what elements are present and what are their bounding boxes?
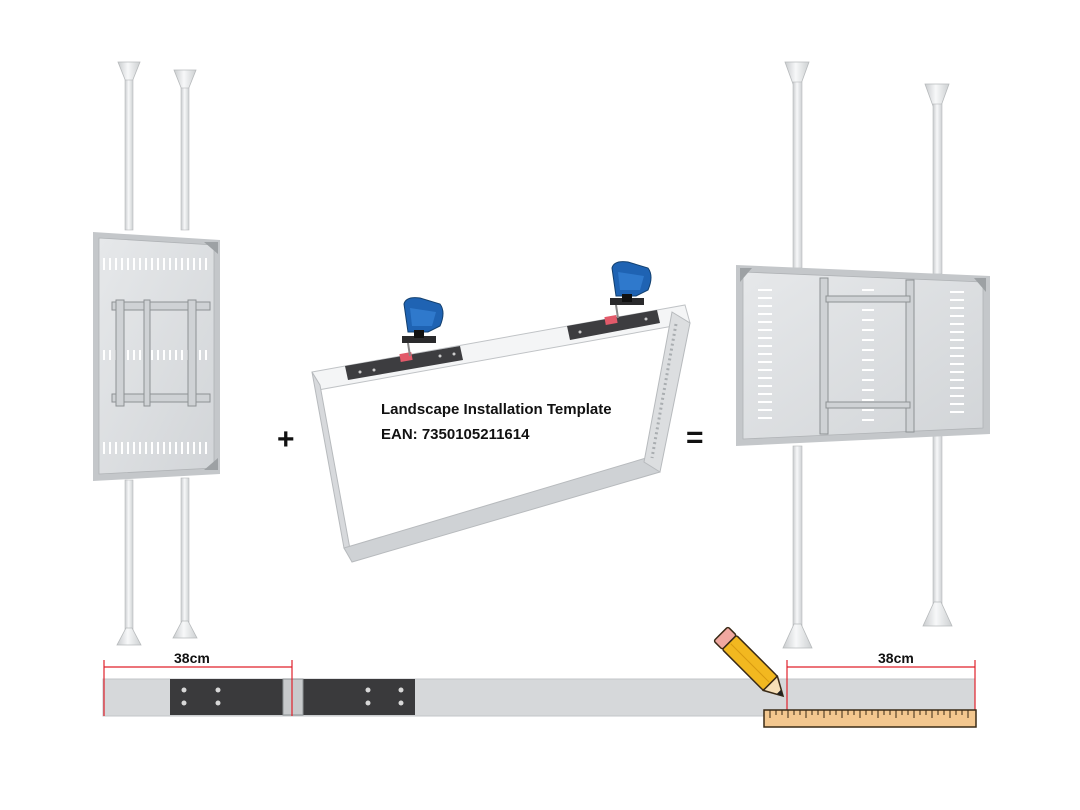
measurement-label-right: 38cm xyxy=(878,650,914,666)
pole-left-b xyxy=(172,69,198,639)
jigsaw-icon xyxy=(402,297,444,357)
pole-right-b xyxy=(922,83,953,627)
template-clamp-bars xyxy=(345,310,660,380)
equals-sign: = xyxy=(686,421,704,454)
pole-left-a xyxy=(116,61,142,646)
template-ean: EAN: 7350105211614 xyxy=(381,426,530,443)
landscape-display xyxy=(736,265,990,446)
measurement-line-right xyxy=(786,660,976,716)
ruler-icon xyxy=(763,709,977,728)
installation-template-illustration xyxy=(311,261,691,563)
pole-right-a xyxy=(782,61,813,649)
template-title: Landscape Installation Template xyxy=(381,401,612,418)
portrait-mount-illustration xyxy=(93,61,220,646)
measurement-line-left xyxy=(103,660,293,716)
portrait-display xyxy=(93,232,220,481)
jigsaw-icon xyxy=(610,261,652,319)
measurement-label-left: 38cm xyxy=(174,650,210,666)
pencil-icon xyxy=(713,626,785,698)
landscape-mount-illustration xyxy=(736,61,990,649)
plus-sign: + xyxy=(277,423,295,456)
